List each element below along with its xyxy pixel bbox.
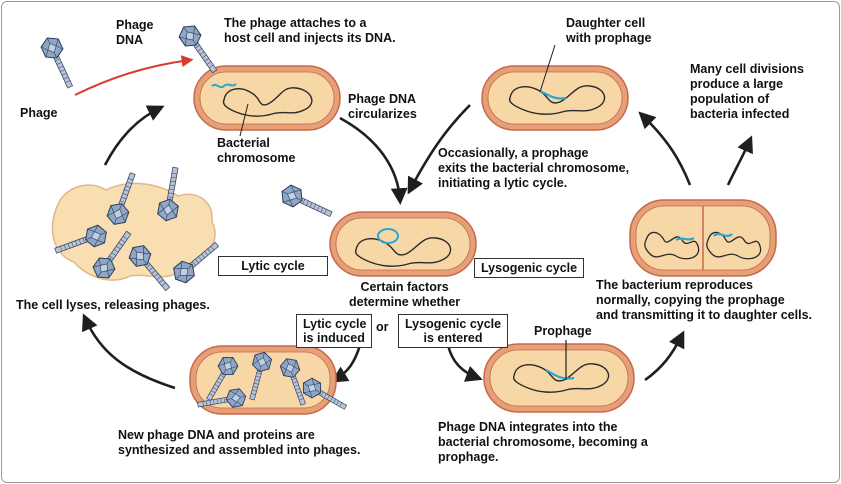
bacterium-reproduces-line-3: and transmitting it to daughter cells. bbox=[596, 308, 812, 322]
released-phage-icon bbox=[277, 182, 336, 224]
integrates-line-2: bacterial chromosome, becoming a bbox=[438, 435, 648, 449]
bacterium-reproduces-caption: The bacterium reproduces normally, copyi… bbox=[596, 278, 812, 323]
prophage-segment-1 bbox=[539, 90, 567, 100]
attached-phage-icon bbox=[175, 21, 223, 78]
certain-factors-caption: Certain factors determine whether bbox=[349, 280, 460, 310]
integrates-caption: Phage DNA integrates into the bacterial … bbox=[438, 420, 648, 465]
bacterium-reproduces-line-2: normally, copying the prophage bbox=[596, 293, 785, 307]
many-divisions-caption: Many cell divisions produce a large popu… bbox=[690, 62, 804, 122]
occasionally-line-3: initiating a lytic cycle. bbox=[438, 176, 568, 190]
daughter-cell-label-line-1: Daughter cell bbox=[566, 16, 646, 30]
attach-caption: The phage attaches to a host cell and in… bbox=[224, 16, 396, 46]
certain-factors-line-2: determine whether bbox=[349, 295, 461, 309]
arrow-prophage-to-divide bbox=[644, 330, 685, 382]
arrow-to-lysed bbox=[82, 313, 176, 390]
certain-factors-line-1: Certain factors bbox=[360, 280, 449, 294]
bacterial-chromosome-label-line-1: Bacterial bbox=[217, 136, 270, 150]
arrow-daughter-to-center bbox=[407, 104, 471, 195]
new-phage-caption: New phage DNA and proteins are synthesiz… bbox=[118, 428, 360, 458]
cell-lyses-caption: The cell lyses, releasing phages. bbox=[16, 298, 210, 312]
bacterial-chromosome-leader bbox=[239, 103, 249, 137]
cell-dividing bbox=[629, 199, 777, 277]
occasionally-caption: Occasionally, a prophage exits the bacte… bbox=[438, 146, 629, 191]
bacterial-chromosome-4b bbox=[706, 231, 762, 260]
arrow-circularizes bbox=[339, 116, 408, 206]
occasionally-line-1: Occasionally, a prophage bbox=[438, 146, 589, 160]
many-divisions-line-3: population of bbox=[690, 92, 770, 106]
bacterial-chromosome-6 bbox=[512, 363, 610, 393]
phage-label: Phage bbox=[20, 106, 58, 120]
phage-dna-label-line-2: DNA bbox=[116, 33, 144, 47]
prophage-label: Prophage bbox=[534, 324, 592, 338]
bacterial-chromosome-4a bbox=[644, 231, 700, 260]
cycle-arrows bbox=[82, 104, 753, 390]
lytic-cycle-box: Lytic cycle bbox=[218, 256, 328, 276]
integrates-line-1: Phage DNA integrates into the bbox=[438, 420, 618, 434]
circularizes-label: Phage DNA circularizes bbox=[348, 92, 417, 122]
many-divisions-line-4: bacteria infected bbox=[690, 107, 790, 121]
circularizes-label-line-1: Phage DNA bbox=[348, 92, 417, 106]
bacterial-chromosome-1 bbox=[222, 87, 313, 117]
cell-center bbox=[329, 211, 477, 277]
circular-phage-dna bbox=[377, 228, 399, 244]
cell-prophage bbox=[483, 340, 635, 413]
arrow-to-lytic-induced bbox=[330, 344, 362, 383]
cell-daughter bbox=[481, 65, 629, 131]
prophage-integrated bbox=[545, 369, 575, 380]
arrow-to-lysogenic-entered bbox=[446, 344, 483, 382]
many-divisions-line-1: Many cell divisions bbox=[690, 62, 804, 76]
integrates-line-3: prophage. bbox=[438, 450, 499, 464]
injected-phage-dna bbox=[211, 83, 237, 89]
new-phage-line-2: synthesized and assembled into phages. bbox=[118, 443, 361, 457]
prophage-copy-a bbox=[675, 237, 695, 241]
arrow-divide-to-daughter bbox=[638, 111, 692, 186]
arrow-lysed-to-attach bbox=[103, 105, 165, 166]
daughter-cell-leader bbox=[539, 44, 556, 93]
bacterial-chromosome-label-line-2: chromosome bbox=[217, 151, 296, 165]
cell-assembly bbox=[189, 345, 351, 416]
circularizes-label-line-2: circularizes bbox=[348, 107, 417, 121]
lysed-cell bbox=[51, 165, 224, 296]
occasionally-line-2: exits the bacterial chromosome, bbox=[438, 161, 630, 175]
phage-dna-label: Phage DNA bbox=[116, 18, 154, 48]
or-label: or bbox=[376, 320, 389, 334]
phage-dna-label-line-1: Phage bbox=[116, 18, 154, 32]
attach-caption-line-2: host cell and injects its DNA. bbox=[224, 31, 396, 45]
lytic-induced-line-2: is induced bbox=[303, 331, 365, 345]
arrow-many-divisions bbox=[726, 135, 753, 186]
attach-caption-line-1: The phage attaches to a bbox=[224, 16, 367, 30]
prophage-copy-b bbox=[713, 232, 733, 238]
daughter-cell-label-line-2: with prophage bbox=[566, 31, 652, 45]
bacterial-chromosome-label: Bacterial chromosome bbox=[217, 136, 296, 166]
red-phage-arrow bbox=[74, 55, 194, 96]
lytic-induced-line-1: Lytic cycle bbox=[303, 317, 367, 331]
free-phage-icon bbox=[38, 33, 80, 92]
new-phage-line-1: New phage DNA and proteins are bbox=[118, 428, 315, 442]
lysogenic-cycle-box: Lysogenic cycle bbox=[474, 258, 584, 278]
bacterium-reproduces-line-1: The bacterium reproduces bbox=[596, 278, 753, 292]
lysogenic-entered-box: Lysogenic cycle is entered bbox=[398, 314, 508, 348]
daughter-cell-label: Daughter cell with prophage bbox=[566, 16, 651, 46]
lysogenic-entered-line-1: Lysogenic cycle bbox=[405, 317, 502, 331]
lysogenic-entered-line-2: is entered bbox=[423, 331, 483, 345]
many-divisions-line-2: produce a large bbox=[690, 77, 784, 91]
lytic-induced-box: Lytic cycle is induced bbox=[296, 314, 372, 348]
cell-attachment bbox=[175, 21, 341, 131]
